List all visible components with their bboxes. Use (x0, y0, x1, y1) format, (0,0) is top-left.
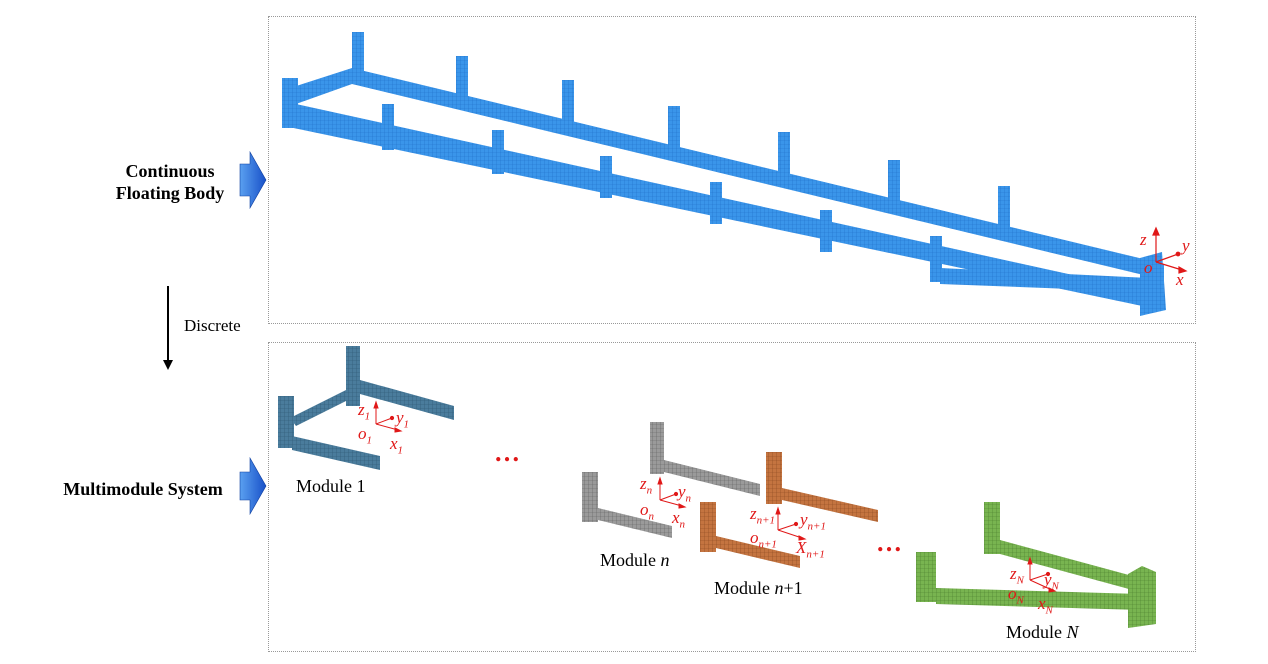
module-1-axis (373, 400, 403, 433)
continuous-arrow (239, 150, 267, 210)
module-n-axis (657, 476, 687, 509)
module-N-axis (1027, 556, 1057, 593)
continuous-floating-body-label: Continuous Floating Body (100, 160, 240, 204)
global-o-label: o (1144, 258, 1153, 277)
mn1-o-label: on+1 (750, 528, 777, 551)
continuous-line1: Continuous (125, 161, 215, 181)
continuous-floating-body (282, 32, 1166, 316)
module-n1-axis (775, 506, 807, 541)
module-N-shape (916, 502, 1156, 628)
mn1-y-label: yn+1 (800, 510, 826, 533)
module-n-label: Module n (600, 550, 670, 570)
module-N-label: Module N (1006, 622, 1079, 642)
m1-x-label: x1 (390, 434, 404, 457)
mN-x-label: xN (1038, 594, 1053, 617)
module-n1-label: Module n+1 (714, 578, 803, 598)
multimodule-arrow (239, 456, 267, 516)
module-n1-shape (700, 452, 878, 568)
mN-o-label: oN (1008, 584, 1024, 607)
mn1-z-label: zn+1 (750, 504, 776, 527)
global-z-label: z (1140, 230, 1147, 249)
m1-o-label: o1 (358, 424, 372, 447)
mn-o-label: on (640, 500, 654, 523)
mn1-x-label: Xn+1 (796, 538, 825, 561)
mN-z-label: zN (1010, 564, 1024, 587)
continuous-body-panel (268, 16, 1196, 324)
m1-y-label: y1 (396, 408, 410, 431)
discrete-label: Discrete (184, 316, 241, 335)
global-x-label: x (1176, 270, 1184, 289)
discrete-arrow (163, 286, 173, 370)
module-1-label: Module 1 (296, 476, 366, 496)
global-y-label: y (1182, 236, 1190, 255)
multimodule-panel (268, 342, 1196, 652)
ellipsis-1: … (494, 438, 521, 467)
multimodule-system-label: Multimodule System (63, 479, 223, 499)
module-n-shape (582, 422, 760, 538)
m1-z-label: z1 (358, 400, 371, 423)
global-axis-arrows (1152, 226, 1188, 274)
mn-y-label: yn (678, 482, 692, 505)
mN-y-label: yN (1044, 570, 1059, 593)
module-1-shape (278, 346, 454, 470)
mn-x-label: xn (672, 508, 686, 531)
ellipsis-2: … (876, 528, 903, 557)
continuous-line2: Floating Body (115, 183, 225, 203)
mn-z-label: zn (640, 474, 653, 497)
